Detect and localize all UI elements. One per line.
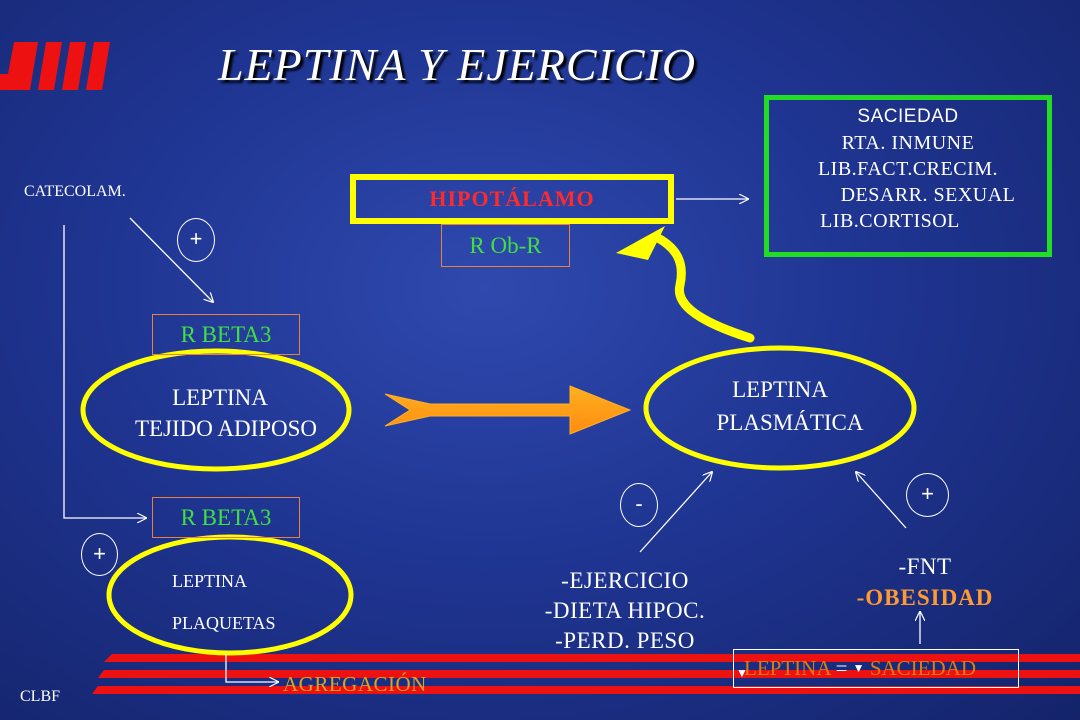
effect-sexual: DESARR. SEXUAL <box>840 184 1016 206</box>
curved-yellow-arrow <box>653 233 755 343</box>
adipose-ellipse <box>80 348 352 472</box>
adipose-label: LEPTINA TEJIDO ADIPOSO <box>100 382 340 444</box>
decreaser-peso: -PERD. PESO <box>555 628 695 653</box>
effect-cortisol: LIB.CORTISOL <box>820 210 960 232</box>
hipotalamo-box: HIPOTÁLAMO <box>350 174 674 224</box>
plus-sign-obesidad: + <box>906 473 949 517</box>
bottom-red-stripes <box>92 654 1080 694</box>
catecol-line-to-rbeta-bottom <box>63 225 146 518</box>
effect-saciedad: SACIEDAD <box>857 106 959 127</box>
decreaser-ejercicio: -EJERCICIO <box>561 568 689 593</box>
ejercicio-arrow <box>639 472 712 553</box>
footer-author: CLBF <box>20 688 61 705</box>
increaser-fnt: -FNT <box>898 554 952 579</box>
increasers-list: -FNT -OBESIDAD <box>830 551 1020 613</box>
plasmatica-line1: LEPTINA <box>732 377 828 402</box>
leptina-down-arrow-icon: ▼ <box>736 666 748 680</box>
receptor-obr-box: R Ob-R <box>441 224 570 267</box>
decreaser-dieta: -DIETA HIPOC. <box>544 598 706 623</box>
plaquetas-line2: PLAQUETAS <box>172 613 276 633</box>
saciedad-down-arrow-icon: ▼ <box>852 661 865 675</box>
plasmatica-label: LEPTINA PLASMÁTICA <box>670 373 890 439</box>
effect-inmune: RTA. INMUNE <box>841 132 975 154</box>
adipose-line1: LEPTINA <box>172 385 268 410</box>
effect-crecimiento: LIB.FACT.CRECIM. <box>817 158 999 180</box>
big-orange-arrow <box>384 385 632 435</box>
rbeta3-top-box: R BETA3 <box>152 314 300 355</box>
minus-sign-ejercicio: - <box>620 483 658 527</box>
adipose-line2: TEJIDO ADIPOSO <box>134 416 318 441</box>
plus-sign-catecol-bottom: + <box>81 533 118 576</box>
equals-sign: = <box>835 656 848 680</box>
rbeta3-bottom-box: R BETA3 <box>152 497 300 538</box>
decorative-stripes-logo <box>0 42 110 90</box>
leptina-label: LEPTINA <box>744 656 831 680</box>
agregacion-label: AGREGACIÓN <box>283 672 427 696</box>
plus-sign-catecol-top: + <box>177 218 215 262</box>
plasmatica-line2: PLASMÁTICA <box>716 410 864 435</box>
leptina-saciedad-box: ▼LEPTINA = ▼ SACIEDAD <box>733 649 1019 688</box>
saciedad-label: SACIEDAD <box>869 656 976 680</box>
effects-box: SACIEDAD RTA. INMUNE LIB.FACT.CRECIM. DE… <box>764 95 1052 257</box>
decreasers-list: -EJERCICIO -DIETA HIPOC. -PERD. PESO <box>520 566 730 656</box>
curved-arrow-head <box>616 226 665 260</box>
slide-title: LEPTINA Y EJERCICIO <box>218 39 697 90</box>
plaquetas-label: LEPTINA PLAQUETAS <box>172 560 276 644</box>
catecol-arrow-to-rbeta-top <box>129 217 213 302</box>
obesidad-arrow <box>856 472 907 529</box>
increaser-obesidad: -OBESIDAD <box>856 585 994 610</box>
plasmatica-ellipse <box>643 345 917 471</box>
plaquetas-to-agregacion-line <box>225 654 278 682</box>
catecolaminas-label: CATECOLAM. <box>24 183 126 200</box>
plaquetas-line1: LEPTINA <box>172 571 247 591</box>
